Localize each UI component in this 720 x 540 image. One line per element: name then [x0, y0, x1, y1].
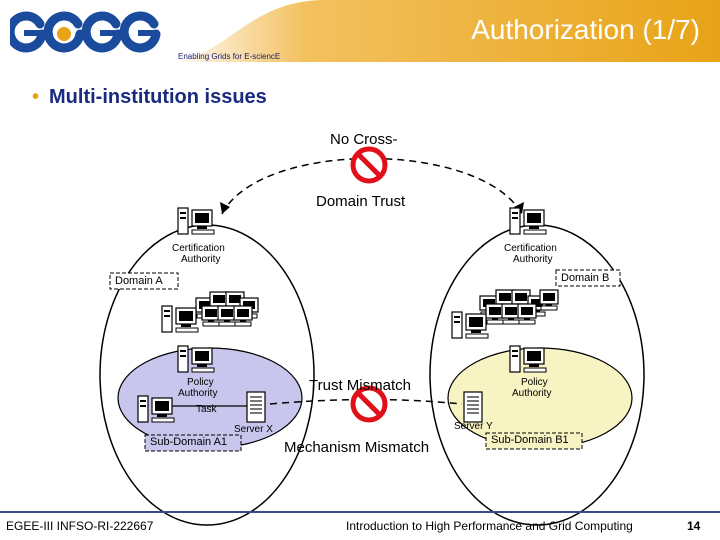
pa-left-line2: Authority: [178, 388, 218, 399]
server-y-label: Server Y: [454, 421, 493, 432]
mechanism-mismatch-label: Mechanism Mismatch: [284, 439, 430, 456]
server-x-icon: [246, 391, 266, 423]
task-label: Task: [196, 404, 217, 415]
ca-right-line2: Authority: [513, 254, 553, 265]
domain-trust-label: Domain Trust: [316, 193, 406, 210]
no-cross-domain-sign-icon: [353, 149, 385, 181]
page-number: 14: [687, 519, 701, 533]
domain-b-label: Domain B: [561, 272, 610, 284]
ca-left-line1: Certification: [172, 243, 225, 254]
sub-domain-a1-box: [144, 434, 242, 452]
footer-course-title: Introduction to High Performance and Gri…: [346, 519, 633, 533]
sub-domain-b1-box: [485, 432, 583, 450]
pa-right-line1: Policy: [521, 377, 548, 388]
pa-right-line2: Authority: [512, 388, 552, 399]
bullet-text: Multi-institution issues: [49, 86, 267, 108]
domain-a-box: [109, 272, 179, 290]
egee-logo: [10, 11, 161, 53]
footer-divider: [0, 511, 720, 513]
ca-right-line1: Certification: [504, 243, 557, 254]
sub-domain-b1-label: Sub-Domain B1: [491, 434, 569, 446]
footer-project-id: EGEE-III INFSO-RI-222667: [6, 519, 154, 533]
bullet-item: • Multi-institution issues: [32, 86, 267, 109]
tagline: Enabling Grids for E-sciencE: [178, 52, 281, 61]
bullet-dot: •: [32, 86, 40, 108]
sub-domain-a1-label: Sub-Domain A1: [150, 436, 228, 448]
ca-left-line2: Authority: [181, 254, 221, 265]
server-x-label: Server X: [234, 424, 273, 435]
header-banner: [165, 0, 720, 62]
trust-mismatch-label: Trust Mismatch: [309, 377, 411, 394]
no-cross-label: No Cross-: [330, 131, 398, 148]
domain-b-box: [555, 269, 621, 287]
domain-a-label: Domain A: [115, 275, 163, 287]
slide-title: Authorization (1/7): [471, 14, 700, 45]
pa-left-line1: Policy: [187, 377, 214, 388]
server-y-icon: [463, 391, 483, 423]
